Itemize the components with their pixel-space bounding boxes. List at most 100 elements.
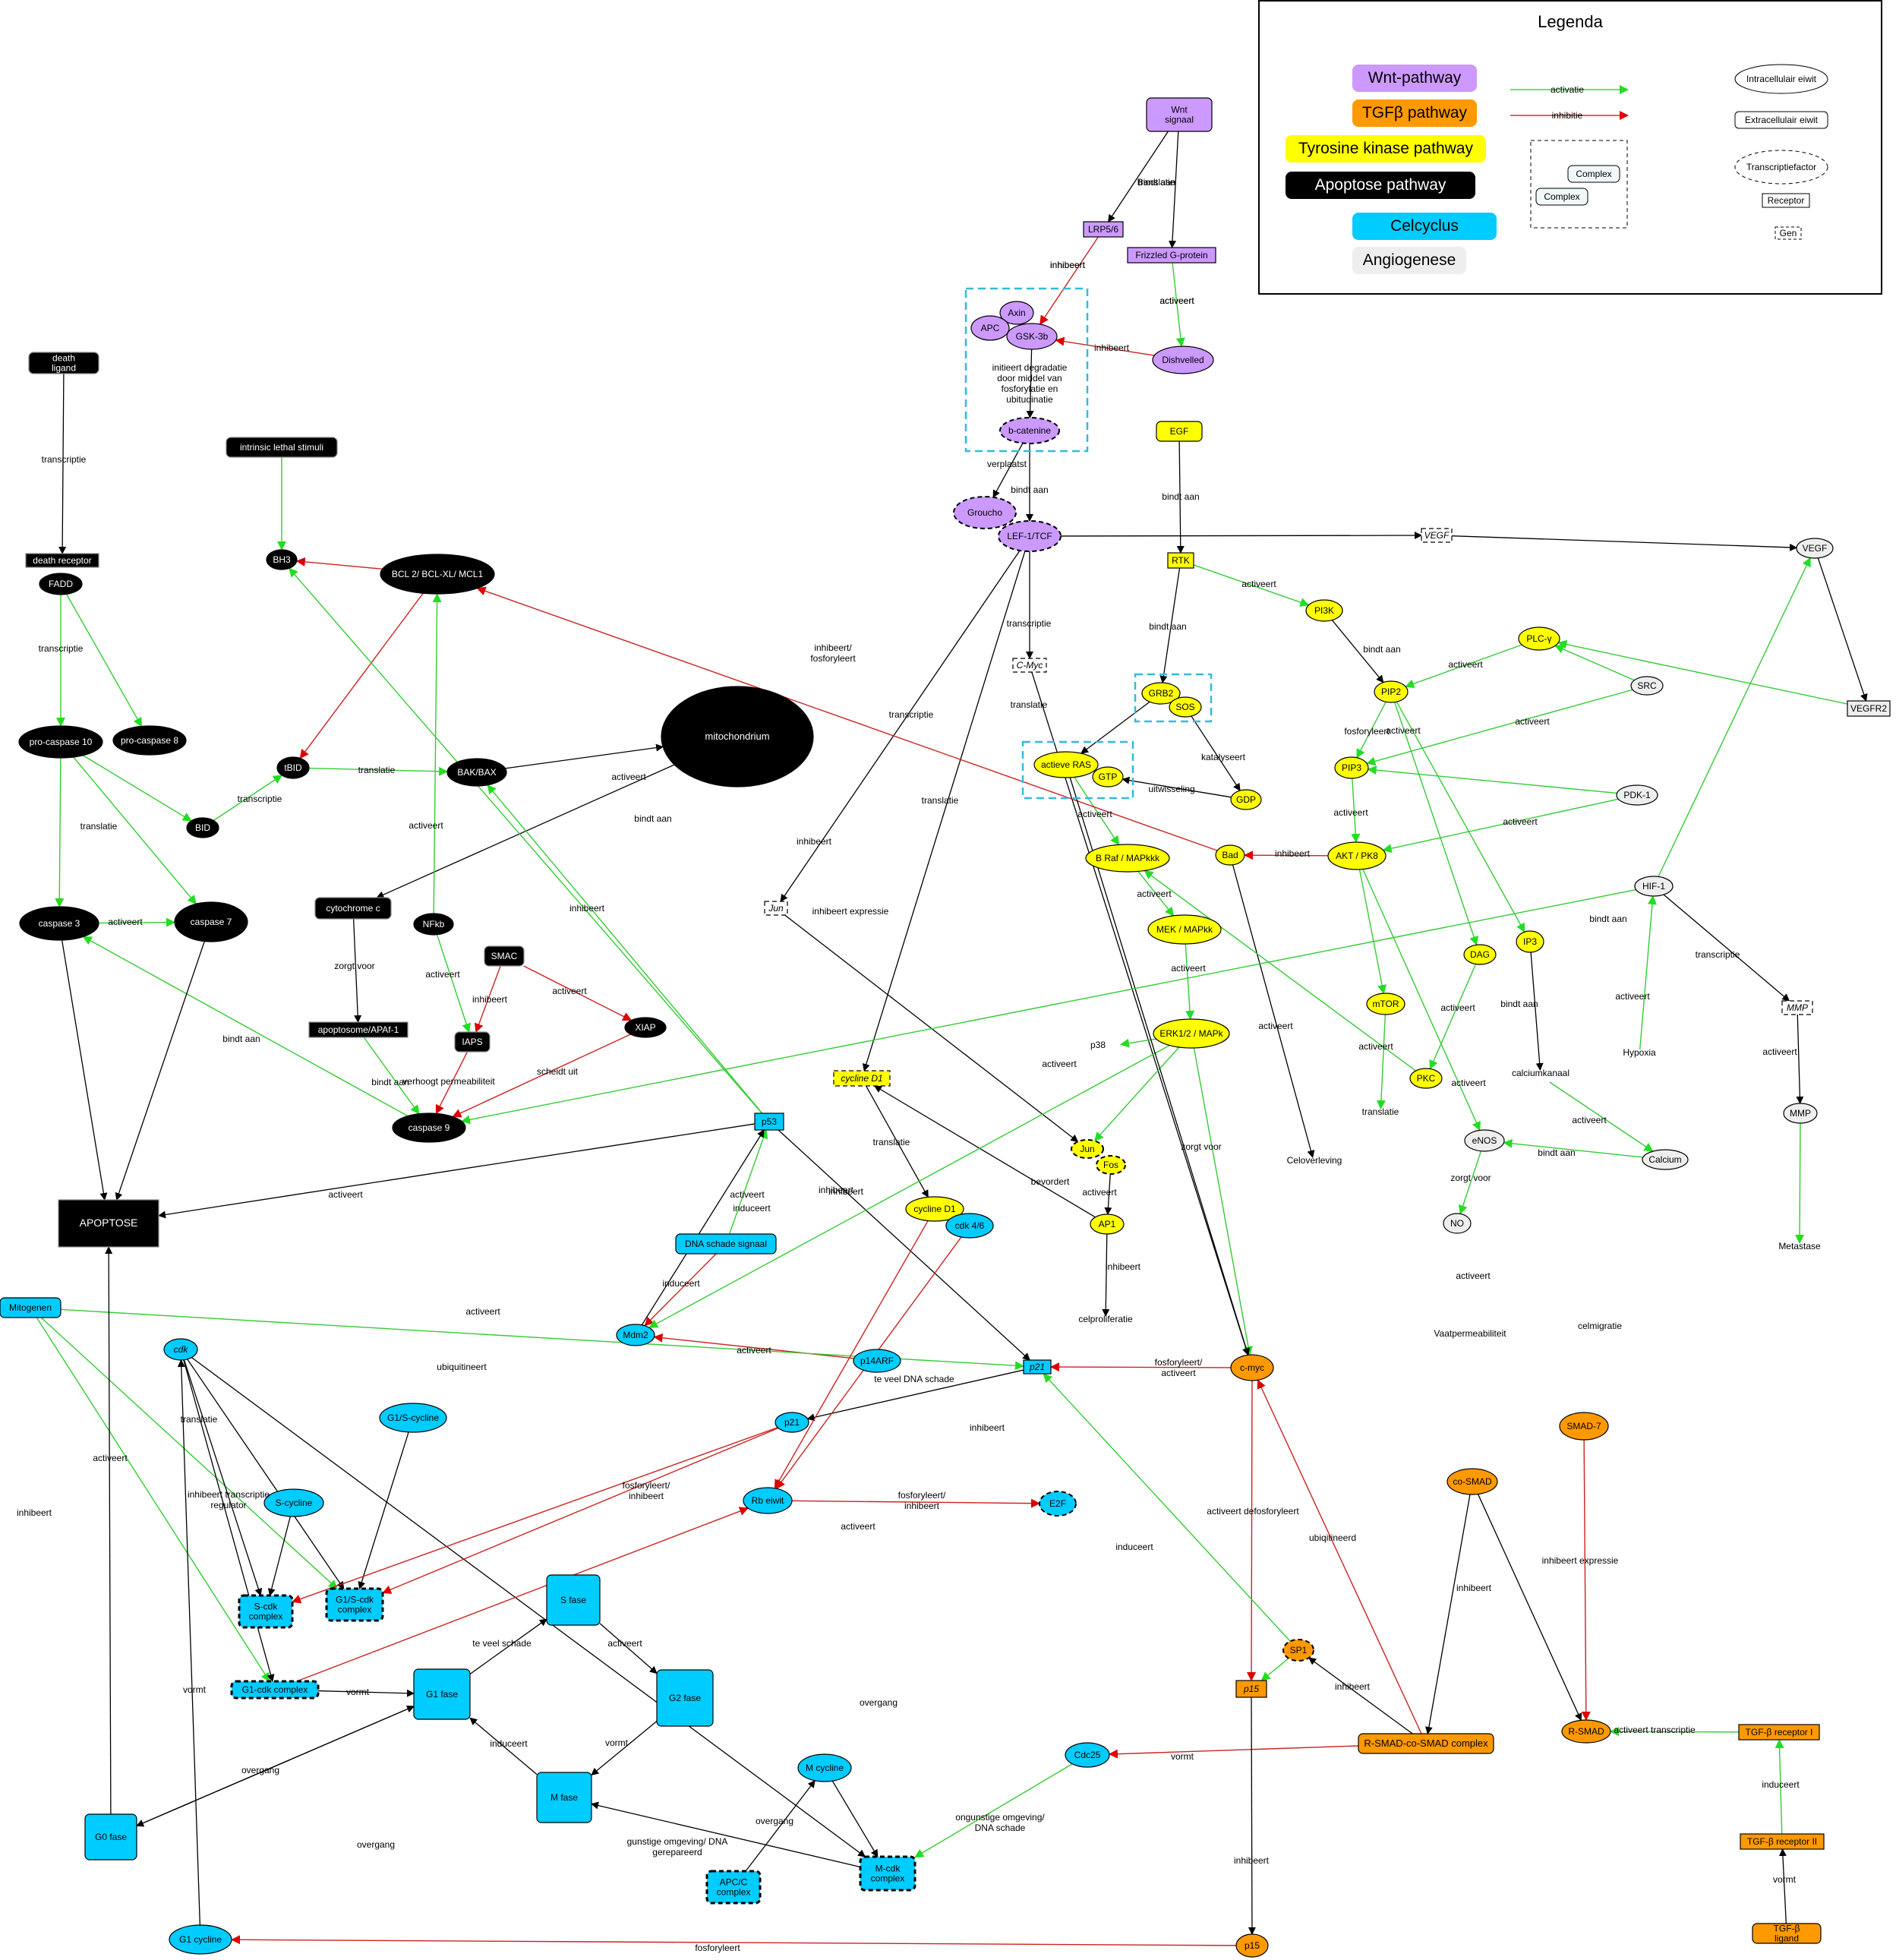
node-dna_signal[interactable]: DNA schade signaal (675, 1233, 777, 1255)
node-apc[interactable]: APC (970, 315, 1010, 341)
node-bcl2[interactable]: BCL 2/ BCL-XL/ MCL1 (380, 554, 495, 595)
node-frizzled[interactable]: Frizzled G-protein (1127, 247, 1216, 264)
node-jun_tf[interactable]: Jun (1071, 1139, 1104, 1159)
node-procasp10[interactable]: pro-caspase 10 (18, 725, 103, 759)
node-dag[interactable]: DAG (1463, 944, 1497, 965)
node-dishevelled[interactable]: Dishvelled (1152, 346, 1214, 374)
node-m_fase[interactable]: M fase (536, 1772, 592, 1823)
node-vegfr2[interactable]: VEGFR2 (1847, 700, 1891, 717)
node-gsk3b[interactable]: GSK-3b (1006, 323, 1058, 350)
node-g1_cycline[interactable]: G1 cycline (169, 1924, 232, 1955)
node-mtor[interactable]: mTOR (1366, 993, 1405, 1015)
node-g1_fase[interactable]: G1 fase (413, 1668, 471, 1720)
node-vegf_gene[interactable]: VEGF (1421, 528, 1453, 543)
node-tbid[interactable]: tBID (276, 756, 310, 779)
node-plcy[interactable]: PLC-γ (1518, 627, 1560, 651)
node-bid[interactable]: BID (186, 817, 219, 838)
node-pip3[interactable]: PIP3 (1334, 756, 1369, 779)
node-rsmad_co[interactable]: R-SMAD-co-SMAD complex (1358, 1733, 1494, 1754)
node-intrinsic[interactable]: intrinsic lethal stimuli (226, 437, 338, 458)
node-grb2[interactable]: GRB2 (1141, 682, 1181, 705)
node-rsmad[interactable]: R-SMAD (1561, 1719, 1611, 1744)
node-gdp[interactable]: GDP (1230, 789, 1262, 810)
node-sp1[interactable]: SP1 (1282, 1639, 1314, 1662)
node-smac[interactable]: SMAC (484, 945, 525, 967)
node-cosmad[interactable]: co-SMAD (1446, 1468, 1498, 1495)
node-src[interactable]: SRC (1630, 676, 1664, 696)
node-procasp8[interactable]: pro-caspase 8 (112, 725, 187, 756)
node-fadd[interactable]: FADD (39, 573, 83, 595)
node-s_cycline[interactable]: S-cycline (263, 1488, 324, 1517)
node-mmp_gene[interactable]: MMP (1781, 1000, 1813, 1015)
node-g1_cdk[interactable]: G1-cdk complex (230, 1680, 320, 1700)
node-casp7[interactable]: caspase 7 (174, 901, 248, 942)
node-pkc[interactable]: PKC (1409, 1068, 1443, 1089)
node-casp3[interactable]: caspase 3 (19, 906, 99, 941)
node-cmyc_gene[interactable]: C-Myc (1012, 658, 1047, 673)
node-m_cycline[interactable]: M cycline (797, 1753, 852, 1782)
node-s_fase[interactable]: S fase (546, 1574, 601, 1626)
node-sos[interactable]: SOS (1169, 696, 1202, 718)
node-p15[interactable]: p15 (1235, 1933, 1269, 1958)
node-p15_gene[interactable]: p15 (1235, 1680, 1267, 1698)
node-no[interactable]: NO (1443, 1213, 1472, 1234)
node-gtp[interactable]: GTP (1092, 766, 1124, 787)
node-apoptosome[interactable]: apoptosome/APAf-1 (308, 1021, 409, 1038)
node-apoptose[interactable]: APOPTOSE (58, 1199, 159, 1248)
node-vegf[interactable]: VEGF (1796, 538, 1834, 559)
node-hif1[interactable]: HIF-1 (1634, 876, 1674, 897)
node-cdk[interactable]: cdk (163, 1338, 198, 1361)
node-enos[interactable]: eNOS (1464, 1129, 1505, 1152)
node-fos[interactable]: Fos (1096, 1155, 1126, 1175)
node-g2_fase[interactable]: G2 fase (656, 1669, 714, 1727)
node-rtk[interactable]: RTK (1167, 552, 1194, 569)
node-braf[interactable]: B Raf / MAPkkk (1085, 844, 1170, 873)
node-cmyc[interactable]: c-myc (1230, 1354, 1274, 1381)
node-nfkb[interactable]: NFkb (413, 913, 454, 936)
node-lef[interactable]: LEF-1/TCF (998, 520, 1062, 552)
node-mitogenen[interactable]: Mitogenen (0, 1297, 62, 1318)
node-cdk46[interactable]: cdk 4/6 (945, 1213, 994, 1239)
node-cyclinD1_gene[interactable]: cycline D1 (833, 1070, 891, 1087)
node-rb[interactable]: Rb eiwit (743, 1487, 793, 1514)
node-mmp[interactable]: MMP (1783, 1103, 1818, 1124)
node-bh3[interactable]: BH3 (266, 549, 298, 570)
node-xiap[interactable]: XIAP (624, 1017, 667, 1038)
node-ras[interactable]: actieve RAS (1033, 751, 1099, 778)
node-pip2[interactable]: PIP2 (1374, 680, 1409, 703)
node-cdc25[interactable]: Cdc25 (1065, 1742, 1110, 1768)
node-akt[interactable]: AKT / PK8 (1327, 841, 1387, 870)
node-groucho[interactable]: Groucho (953, 496, 1017, 529)
node-ip3[interactable]: IP3 (1516, 930, 1544, 953)
node-erk[interactable]: ERK1/2 / MAPk (1153, 1018, 1230, 1049)
node-p53[interactable]: p53 (754, 1113, 784, 1131)
node-cyclinD1[interactable]: cycline D1 (905, 1196, 964, 1222)
node-egf[interactable]: EGF (1156, 421, 1203, 442)
node-e2f[interactable]: E2F (1039, 1491, 1077, 1517)
node-mdm2[interactable]: Mdm2 (616, 1324, 655, 1346)
node-death_receptor[interactable]: death receptor (25, 553, 99, 568)
node-p14arf[interactable]: p14ARF (853, 1349, 901, 1373)
node-ap1[interactable]: AP1 (1090, 1214, 1125, 1235)
node-cytc[interactable]: cytochrome c (314, 897, 392, 920)
node-iaps[interactable]: IAPS (454, 1031, 491, 1053)
node-mito[interactable]: mitochondrium (661, 686, 814, 787)
node-bad[interactable]: Bad (1215, 844, 1245, 866)
node-g1s_cycline[interactable]: G1/S-cycline (379, 1403, 447, 1433)
node-smad7[interactable]: SMAD-7 (1559, 1412, 1609, 1441)
node-casp9[interactable]: caspase 9 (392, 1113, 466, 1143)
node-tgf_r2[interactable]: TGF-β receptor II (1740, 1833, 1825, 1850)
node-jun_gene[interactable]: Jun (764, 901, 788, 916)
node-pdk1[interactable]: PDK-1 (1616, 784, 1658, 806)
node-g0_fase[interactable]: G0 fase (84, 1813, 137, 1861)
node-axin[interactable]: Axin (999, 301, 1034, 325)
node-calcium[interactable]: Calcium (1642, 1149, 1689, 1170)
node-lrp[interactable]: LRP5/6 (1083, 221, 1124, 238)
